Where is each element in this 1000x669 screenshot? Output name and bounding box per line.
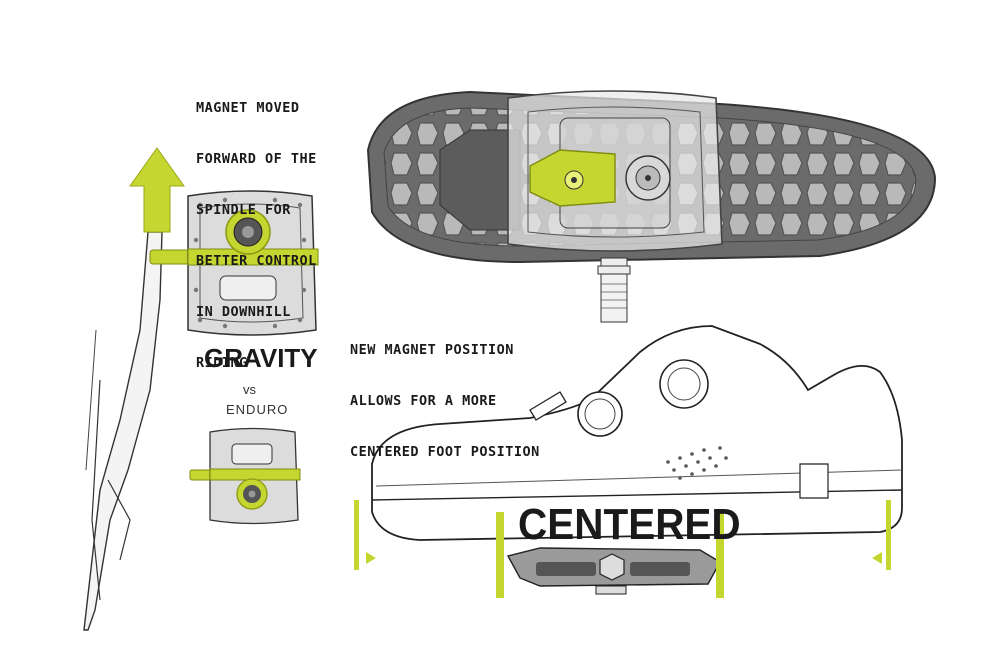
- vs-label: vs: [243, 382, 256, 397]
- centered-markers: [354, 500, 891, 598]
- shoe-side-view: [371, 325, 903, 541]
- callout-line: MAGNET MOVED: [196, 100, 300, 116]
- callout-line: BETTER CONTROL: [196, 253, 317, 269]
- sole-pedal-overlay: [507, 90, 723, 323]
- callout-line: RIDING: [196, 355, 248, 371]
- enduro-label: ENDURO: [226, 402, 289, 417]
- callout-line: CENTERED FOOT POSITION: [350, 444, 540, 460]
- crank-arm: [83, 231, 163, 631]
- gravity-pedal: [149, 190, 319, 336]
- enduro-pedal: [189, 427, 301, 525]
- centered-label: CENTERED: [518, 500, 741, 549]
- up-arrow-icon: [129, 147, 185, 233]
- callout-line: FORWARD OF THE: [196, 151, 317, 167]
- callout-line: ALLOWS FOR A MORE: [350, 393, 497, 409]
- callout-line: IN DOWNHILL: [196, 304, 291, 320]
- magnet-forward-callout: MAGNET MOVED FORWARD OF THE SPINDLE FOR …: [196, 66, 317, 406]
- callout-line: SPINDLE FOR: [196, 202, 291, 218]
- callout-line: NEW MAGNET POSITION: [350, 342, 514, 358]
- side-pedal: [506, 547, 721, 595]
- magnet-position-callout: NEW MAGNET POSITION ALLOWS FOR A MORE CE…: [350, 308, 540, 495]
- gravity-label: GRAVITY: [204, 343, 318, 373]
